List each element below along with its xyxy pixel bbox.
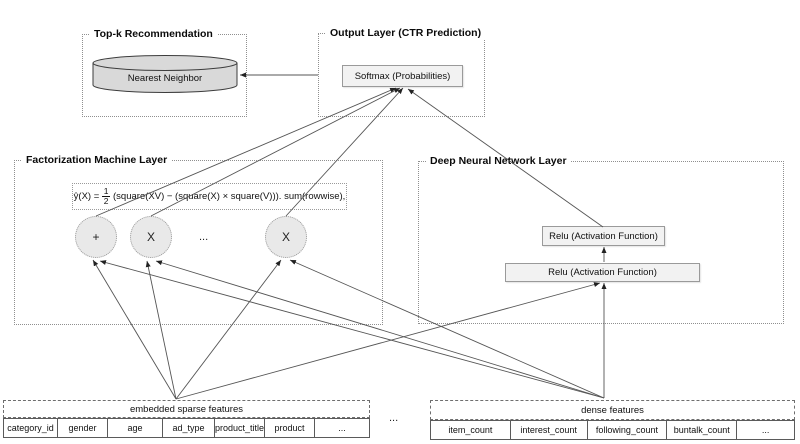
topk-title: Top-k Recommendation: [90, 28, 217, 40]
fm-times-node-1: X: [130, 216, 172, 258]
fm-times-label-1: X: [146, 230, 155, 244]
cylinder-shape: [92, 55, 238, 93]
sparse-features-header: embedded sparse features: [3, 400, 370, 418]
dense-cell-ellipsis: ...: [736, 420, 795, 440]
formula-denominator: 2: [103, 196, 109, 206]
formula-fraction: 1 2: [102, 187, 111, 206]
fm-plus-label: +: [92, 230, 100, 244]
sparse-cell-ellipsis: ...: [314, 418, 370, 438]
nearest-neighbor-cylinder: Nearest Neighbor: [92, 55, 238, 95]
dense-cell-interest-count: interest_count: [509, 420, 588, 440]
sparse-cell-ad-type: ad_type: [162, 418, 215, 438]
nearest-neighbor-label: Nearest Neighbor: [127, 73, 203, 84]
dnn-layer-title: Deep Neural Network Layer: [426, 155, 571, 167]
relu-upper-node: Relu (Activation Function): [542, 226, 665, 246]
sparse-cell-age: age: [107, 418, 163, 438]
sparse-cell-gender: gender: [57, 418, 108, 438]
fm-formula-box: ŷ(X) = 1 2 (square(XV) − (square(X) × sq…: [72, 183, 347, 210]
fm-times-node-2: X: [265, 216, 307, 258]
fm-plus-node: +: [75, 216, 117, 258]
dense-features-row: item_count interest_count following_coun…: [430, 420, 795, 440]
tables-separator-ellipsis: ...: [389, 412, 399, 424]
dense-features-table: dense features item_count interest_count…: [430, 400, 795, 440]
softmax-node: Softmax (Probabilities): [342, 65, 463, 87]
sparse-features-row: category_id gender age ad_type product_t…: [3, 418, 370, 438]
sparse-cell-product: product: [264, 418, 315, 438]
formula-rhs: (square(XV) − (square(X) × square(V))). …: [113, 191, 346, 202]
dense-cell-buntalk-count: buntalk_count: [666, 420, 738, 440]
sparse-cell-category-id: category_id: [3, 418, 58, 438]
fm-ellipsis: ...: [199, 231, 209, 243]
sparse-cell-product-title: product_title: [214, 418, 265, 438]
dense-cell-following-count: following_count: [586, 420, 668, 440]
softmax-label: Softmax (Probabilities): [354, 70, 451, 82]
output-layer-title: Output Layer (CTR Prediction): [326, 27, 486, 39]
relu-lower-node: Relu (Activation Function): [505, 263, 700, 282]
relu-lower-label: Relu (Activation Function): [548, 267, 657, 278]
topk-recommendation-box: Top-k Recommendation Nearest Neighbor: [82, 28, 247, 117]
fm-times-label-2: X: [281, 230, 290, 244]
relu-upper-label: Relu (Activation Function): [549, 230, 658, 242]
dense-cell-item-count: item_count: [430, 420, 511, 440]
formula-lhs: ŷ(X) =: [73, 191, 100, 202]
sparse-features-table: embedded sparse features category_id gen…: [3, 400, 370, 438]
dense-features-header: dense features: [430, 400, 795, 420]
fm-layer-title: Factorization Machine Layer: [22, 154, 172, 166]
